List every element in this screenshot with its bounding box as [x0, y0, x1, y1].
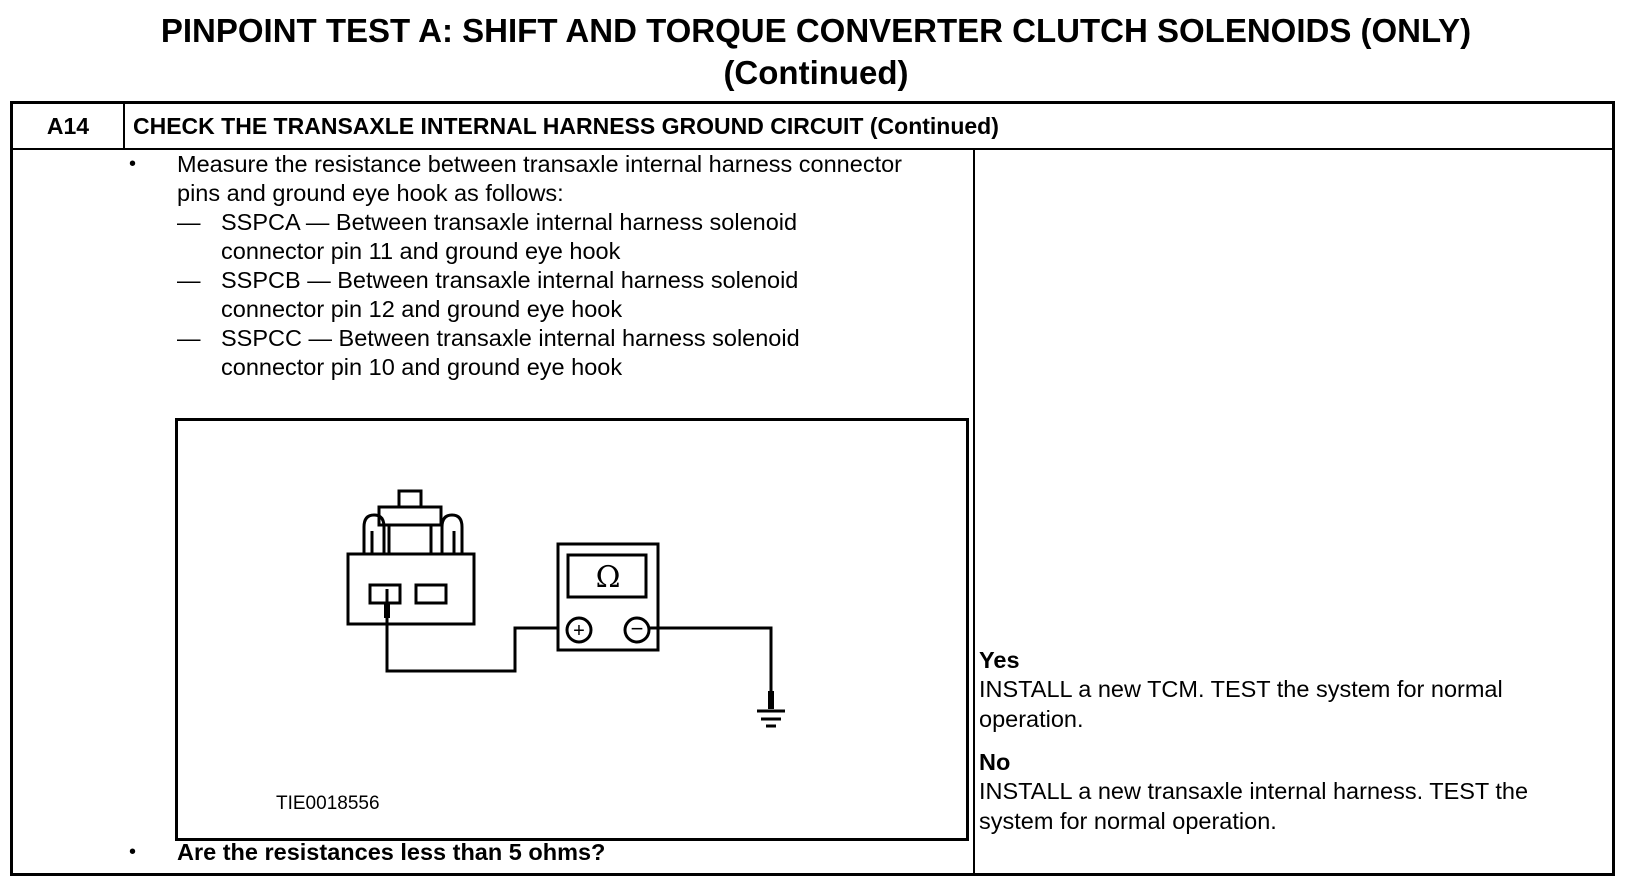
- pin-cavity-left: [368, 583, 402, 605]
- connector-left-clip: [362, 513, 386, 554]
- column-divider: [973, 148, 975, 876]
- step-title: CHECK THE TRANSAXLE INTERNAL HARNESS GRO…: [133, 113, 999, 139]
- probe-lead-negative: [649, 626, 773, 707]
- list-item-sspcb-line1: SSPCB — Between transaxle internal harne…: [221, 267, 799, 293]
- minus-icon: −: [631, 616, 644, 641]
- measurement-diagram: Ω + −: [346, 489, 785, 728]
- list-item-dash: —: [177, 267, 201, 293]
- list-item-sspcc-line2: connector pin 10 and ground eye hook: [221, 354, 623, 380]
- probe-lead-positive: [385, 589, 558, 673]
- answer-yes-label: Yes: [979, 647, 1020, 673]
- plus-icon: +: [573, 620, 585, 642]
- connector-right-clip: [440, 513, 464, 554]
- answer-no-text: INSTALL a new transaxle internal harness…: [979, 778, 1529, 834]
- ohmmeter-negative-terminal: [623, 616, 651, 644]
- instruction-bullet: •: [129, 153, 137, 175]
- omega-icon: Ω: [596, 560, 621, 595]
- connector-top-block: [377, 505, 443, 527]
- step-header-row: A14 CHECK THE TRANSAXLE INTERNAL HARNESS…: [13, 104, 1612, 150]
- connector-body: [346, 552, 476, 626]
- page-title: PINPOINT TEST A: SHIFT AND TORQUE CONVER…: [0, 10, 1632, 94]
- list-item-dash: —: [177, 325, 201, 351]
- instruction-line1: Measure the resistance between transaxle…: [177, 151, 902, 177]
- answer-no-label: No: [979, 749, 1011, 775]
- wiring-figure: Ω + − TIE0018556: [175, 418, 969, 841]
- answer-yes-text: INSTALL a new TCM. TEST the system for n…: [979, 676, 1503, 732]
- list-item-sspcc-line1: SSPCC — Between transaxle internal harne…: [221, 325, 800, 351]
- question-text: Are the resistances less than 5 ohms?: [177, 839, 606, 865]
- ohmmeter-display: [566, 553, 648, 599]
- question-bullet: •: [129, 841, 137, 863]
- list-item-sspca-line2: connector pin 11 and ground eye hook: [221, 238, 621, 264]
- step-id: A14: [13, 104, 125, 148]
- list-item-sspca-line1: SSPCA — Between transaxle internal harne…: [221, 209, 798, 235]
- ground-icon: [757, 709, 785, 728]
- page-title-line1: PINPOINT TEST A: SHIFT AND TORQUE CONVER…: [160, 12, 1472, 49]
- probe-tip: [384, 604, 390, 618]
- instruction-line2: pins and ground eye hook as follows:: [177, 180, 564, 206]
- list-item-dash: —: [177, 209, 201, 235]
- ohmmeter-positive-terminal: [565, 616, 593, 644]
- page-title-line2: (Continued): [723, 54, 909, 91]
- pinpoint-test-table: A14 CHECK THE TRANSAXLE INTERNAL HARNESS…: [10, 101, 1615, 876]
- pin-cavity-right: [414, 583, 448, 605]
- ohmmeter-body: [556, 542, 660, 652]
- list-item-sspcb-line2: connector pin 12 and ground eye hook: [221, 296, 623, 322]
- connector-latch: [397, 489, 423, 509]
- figure-id: TIE0018556: [276, 793, 380, 814]
